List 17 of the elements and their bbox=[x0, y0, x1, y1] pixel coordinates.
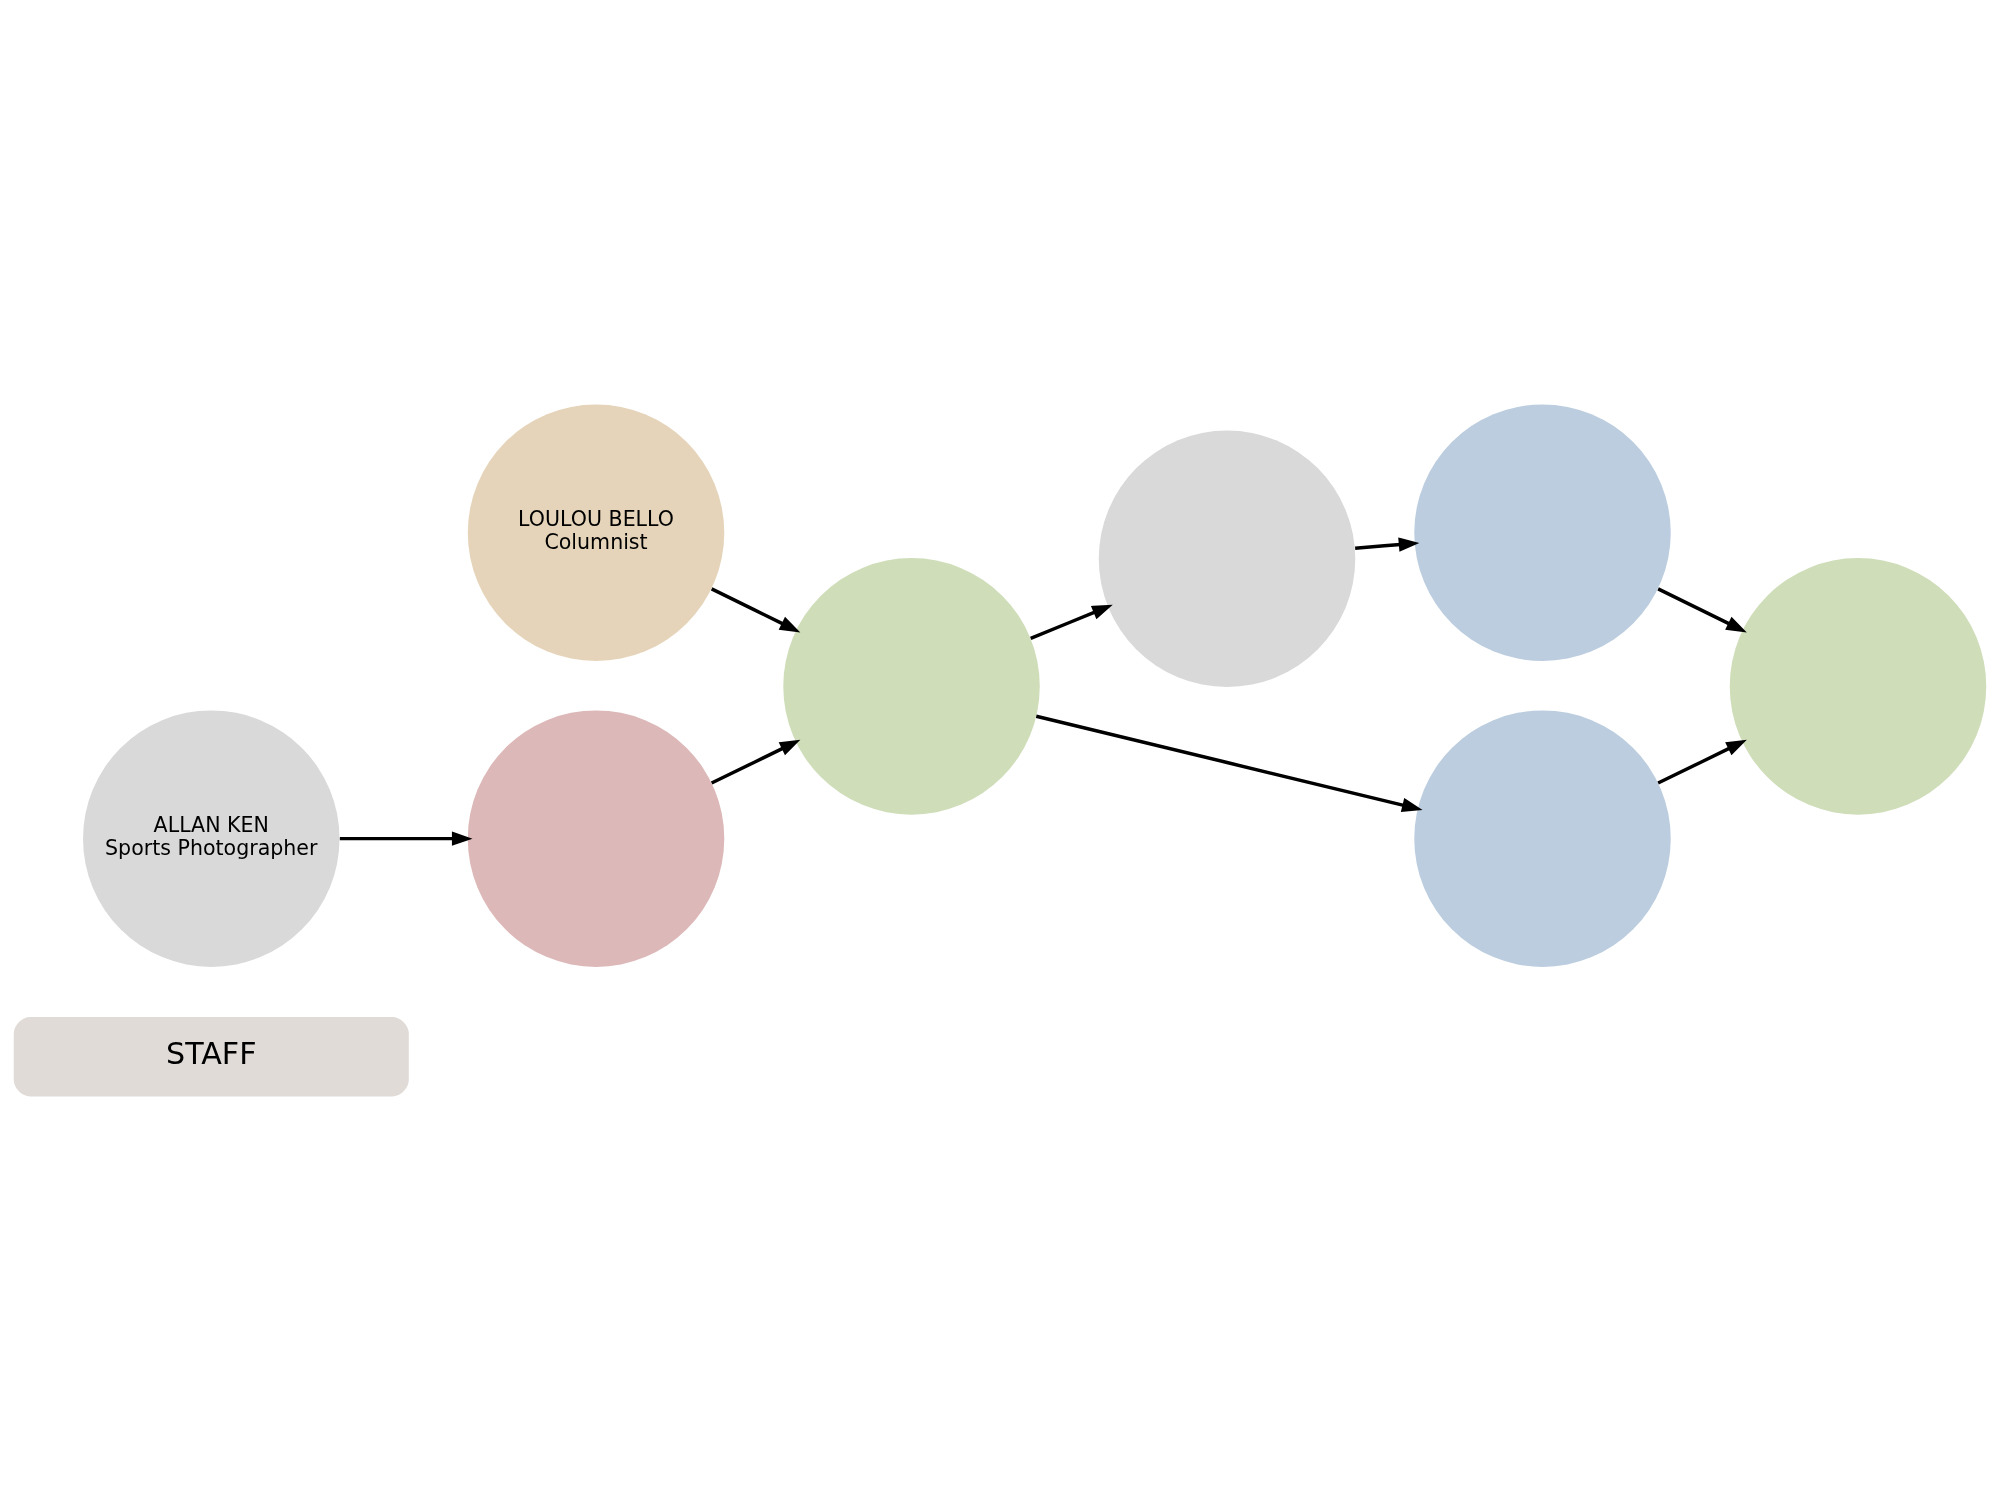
node-circle bbox=[467, 709, 725, 967]
node-circle: ALLAN KEN Sports Photographer bbox=[83, 709, 340, 967]
node-circle bbox=[783, 557, 1040, 815]
node-circle: LOULOU BELLO Columnist bbox=[467, 404, 725, 661]
node-circle bbox=[1414, 404, 1671, 661]
arrow bbox=[1355, 536, 1420, 552]
arrow bbox=[339, 830, 473, 846]
arrow bbox=[1657, 586, 1747, 632]
arrow bbox=[710, 586, 801, 632]
node-circle bbox=[1098, 430, 1356, 687]
arrow bbox=[1657, 739, 1747, 785]
node-circle bbox=[1414, 709, 1671, 967]
node-box: STAFF bbox=[13, 1016, 409, 1096]
node-circle bbox=[1729, 557, 1987, 815]
arrow bbox=[1035, 714, 1423, 812]
arrow bbox=[1030, 604, 1113, 640]
arrow bbox=[710, 739, 801, 785]
